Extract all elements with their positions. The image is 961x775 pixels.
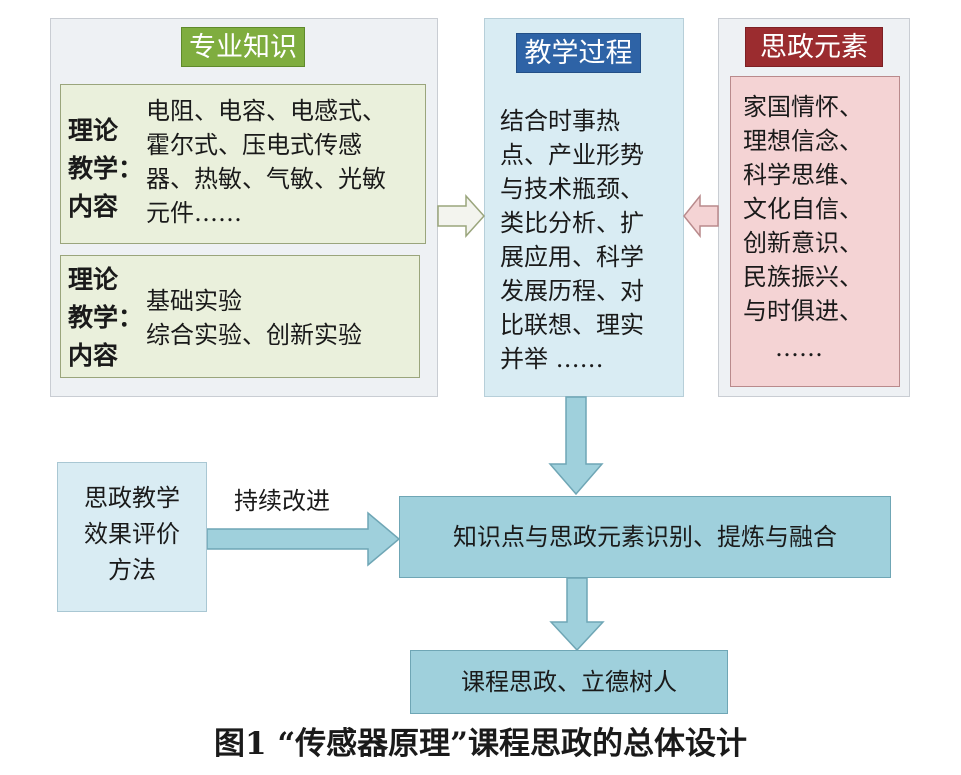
elements-ellipsis: ……	[775, 334, 823, 362]
process-line: 结合时事热	[500, 107, 620, 135]
element-line: 文化自信、	[743, 195, 863, 223]
element-line: 科学思维、	[743, 161, 863, 189]
theory-content-line: 霍尔式、压电式传感	[146, 131, 362, 159]
process-line: 并举 ……	[500, 345, 604, 373]
theory-content-line: 电阻、电容、电感式、	[146, 97, 386, 125]
element-line: 家国情怀、	[743, 93, 863, 121]
process-tag: 教学过程	[516, 33, 641, 73]
experiment-content-line: 综合实验、创新实验	[146, 321, 362, 349]
process-panel	[484, 18, 684, 397]
element-line: 与时俱进、	[743, 297, 863, 325]
integration-text: 知识点与思政元素识别、提炼与融合	[453, 523, 837, 551]
experiment-label-line: 理论	[68, 265, 119, 294]
arrow-process-to-integration	[548, 396, 604, 496]
elements-inner-box	[730, 76, 900, 387]
theory-label-line: 内容	[68, 192, 119, 221]
experiment-box	[60, 255, 420, 378]
theory-label-line: 教学：	[68, 154, 144, 183]
figure-caption: 图1 “传感器原理”课程思政的总体设计	[213, 726, 748, 762]
element-line: 创新意识、	[743, 229, 863, 257]
experiment-content-line: 基础实验	[146, 287, 242, 315]
arrow-integration-to-result	[549, 577, 605, 652]
evaluation-box	[57, 462, 207, 612]
evaluation-line: 方法	[108, 556, 156, 584]
experiment-label-line: 内容	[68, 341, 119, 370]
result-text: 课程思政、立德树人	[461, 668, 677, 696]
process-line: 与技术瓶颈、	[500, 175, 644, 203]
theory-label: 理论 教学： 内容	[68, 112, 143, 226]
process-line: 发展历程、对	[500, 277, 644, 305]
result-box	[410, 650, 728, 714]
improve-label: 持续改进	[234, 487, 330, 515]
arrow-knowledge-to-process	[437, 194, 486, 238]
theory-label-line: 理论	[68, 116, 119, 145]
elements-tag: 思政元素	[745, 27, 883, 67]
elements-content: 家国情怀、 理想信念、 科学思维、 文化自信、 创新意识、 民族振兴、 与时俱进…	[743, 90, 863, 328]
arrow-evaluation-to-integration	[206, 511, 401, 567]
process-content: 结合时事热 点、产业形势 与技术瓶颈、 类比分析、扩 展应用、科学 发展历程、对…	[500, 104, 644, 376]
process-line: 类比分析、扩	[500, 209, 644, 237]
element-line: 民族振兴、	[743, 263, 863, 291]
experiment-label: 理论 教学： 内容	[68, 261, 143, 375]
knowledge-tag: 专业知识	[181, 27, 305, 67]
theory-content: 电阻、电容、电感式、 霍尔式、压电式传感 器、热敏、气敏、光敏 元件……	[146, 94, 386, 230]
theory-content-line: 元件……	[146, 199, 242, 227]
element-line: 理想信念、	[743, 127, 863, 155]
process-line: 点、产业形势	[500, 141, 644, 169]
process-line: 展应用、科学	[500, 243, 644, 271]
theory-content-line: 器、热敏、气敏、光敏	[146, 165, 386, 193]
evaluation-line: 思政教学	[84, 484, 180, 512]
evaluation-line: 效果评价	[84, 520, 180, 548]
experiment-content: 基础实验 综合实验、创新实验	[146, 284, 362, 352]
evaluation-content: 思政教学 效果评价 方法	[57, 480, 207, 588]
experiment-label-line: 教学：	[68, 303, 144, 332]
process-line: 比联想、理实	[500, 311, 644, 339]
theory-box	[60, 84, 426, 244]
integration-box	[399, 496, 891, 578]
arrow-elements-to-process	[683, 193, 719, 239]
